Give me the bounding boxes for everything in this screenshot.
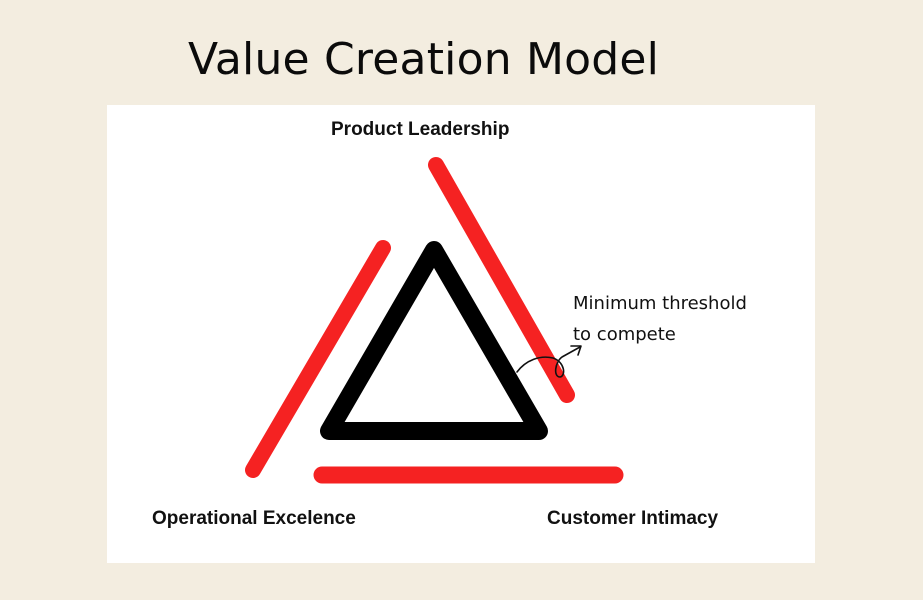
label-product-leadership: Product Leadership <box>331 119 510 140</box>
diagram-panel <box>107 105 815 563</box>
page-title: Value Creation Model <box>188 34 660 85</box>
label-operational-excelence: Operational Excelence <box>152 508 356 529</box>
annotation-line-2: to compete <box>573 324 676 345</box>
annotation-line-1: Minimum threshold <box>573 293 747 314</box>
black-triangle <box>320 241 548 440</box>
left-red-bar <box>245 240 391 478</box>
label-customer-intimacy: Customer Intimacy <box>547 508 719 529</box>
annotation-minimum-threshold: Minimum threshold to compete <box>573 288 747 350</box>
curly-arrow-icon <box>516 345 582 378</box>
